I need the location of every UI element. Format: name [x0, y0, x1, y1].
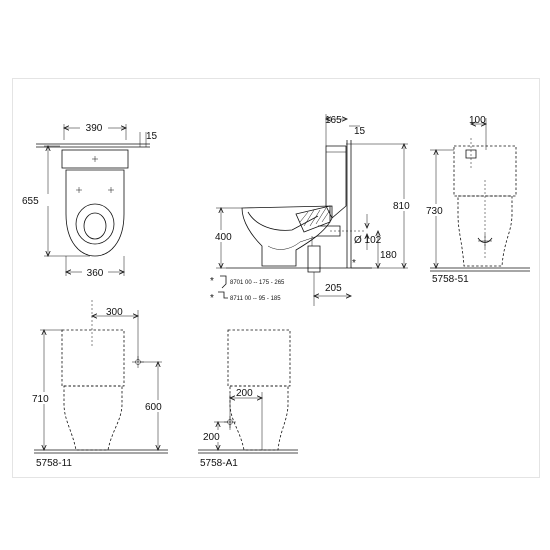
connector-2-label: 8711 00 -- 95 - 185	[230, 296, 281, 302]
dim-offset: 300	[106, 307, 123, 318]
dim-inlet-height: 200	[203, 432, 220, 443]
model-code: 5758-51	[432, 274, 469, 285]
dim-gap: 15	[146, 131, 158, 142]
fixing-crosses	[76, 187, 114, 193]
cistern-outline	[227, 329, 291, 387]
bowl-inner	[83, 212, 107, 240]
model-code: 5758-A1	[200, 458, 238, 469]
dim-seat-height: 400	[215, 232, 232, 243]
bowl-trap	[247, 211, 319, 231]
dim-outlet-distance: 205	[325, 283, 342, 294]
dim-wall-gap: 15	[354, 126, 366, 137]
dim-offset: 200	[236, 388, 253, 399]
pan-connector	[318, 225, 341, 237]
dim-pipe-diameter: Ø 102	[354, 235, 382, 246]
dim-outlet-height: 180	[380, 250, 397, 261]
model-code: 5758-11	[36, 458, 72, 469]
bowl-outline	[229, 385, 289, 451]
view-5758-A1: 200 200 5758-A1	[198, 329, 298, 469]
cistern-outline	[325, 145, 347, 219]
dim-height: 730	[426, 206, 443, 217]
bowl-outline	[63, 385, 123, 451]
connector-1-label: 8701 00 -- 175 - 265	[230, 280, 285, 286]
connector-symbol	[220, 275, 227, 289]
view-5758-11: 300 600 710 5758-11	[30, 300, 168, 469]
cistern-outline	[61, 329, 125, 387]
dim-height: 710	[32, 394, 49, 405]
dim-base-width: 360	[87, 268, 104, 279]
outlet-hatch	[295, 205, 331, 233]
view-5758-51: 100 730 5758-51	[425, 115, 530, 285]
connector-symbol	[218, 291, 228, 299]
star-mark: *	[210, 293, 214, 304]
dim-width: 390	[86, 123, 103, 134]
dim-top: 100	[469, 115, 486, 126]
floor-connector	[307, 245, 321, 273]
dim-height: 810	[393, 201, 410, 212]
star-mark: *	[352, 258, 356, 269]
top-view: 390 15 655 360	[22, 122, 158, 279]
bowl-rim	[75, 203, 115, 245]
bowl-outline	[241, 205, 333, 267]
dim-inlet-height: 600	[145, 402, 162, 413]
bowl-outline	[457, 195, 513, 267]
dim-depth: 655	[22, 196, 39, 207]
star-mark: *	[210, 276, 214, 287]
flush-button-icon	[92, 156, 98, 162]
side-view: 165 15 810 400 Ø 102 180 205 * * 8701 00…	[210, 114, 414, 306]
dim-top-offset: 165	[325, 115, 342, 126]
cistern-outline	[61, 149, 129, 169]
cistern-outline	[453, 145, 517, 197]
bowl-outline	[65, 169, 125, 257]
inlet-symbol	[465, 149, 477, 159]
